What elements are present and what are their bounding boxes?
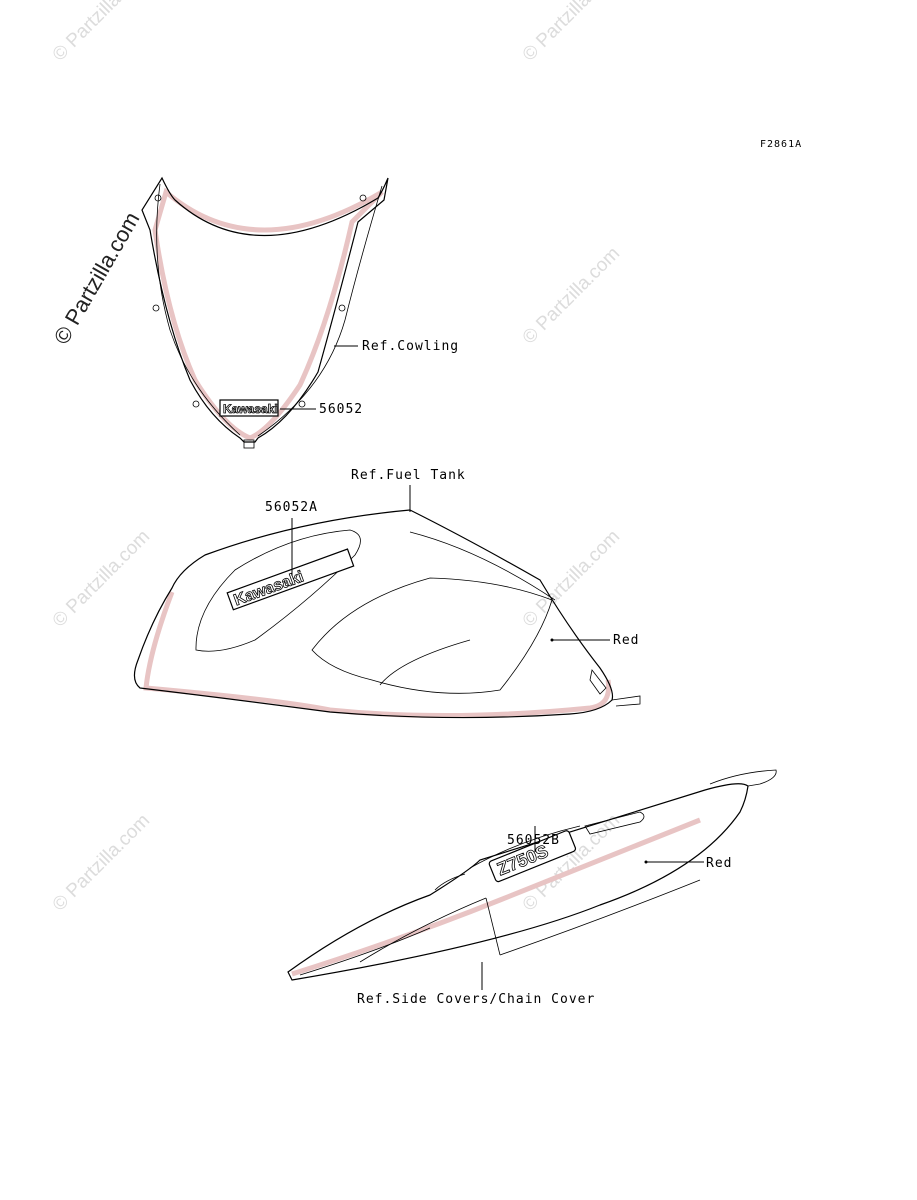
watermark: © Partzilla.com [519,526,624,631]
watermark: © Partzilla.com [519,0,624,66]
cowling-decal [219,399,279,417]
watermark: © Partzilla.com [49,0,154,66]
leader-dot [644,860,648,864]
side-cover-illustration: Z750S [287,769,777,981]
fuel-tank-decal-text: Kawasaki [232,568,306,609]
cowling-illustration: Kawasaki [141,176,389,449]
cowling-decal-text: Kawasaki [223,402,278,416]
cowling-ref-label: Ref.Cowling [362,339,459,354]
diagram-code: F2861A [760,139,802,150]
leader-dot [550,638,554,642]
fuel-tank-ref-label: Ref.Fuel Tank [351,468,466,483]
side-covers-ref-label: Ref.Side Covers/Chain Cover [357,992,595,1007]
fuel-tank-decal: Kawasaki [226,548,355,611]
watermarks: © Partzilla.com © Partzilla.com © Partzi… [49,0,624,916]
watermark: © Partzilla.com [519,243,624,348]
fuel-tank-illustration: Kawasaki [133,509,641,719]
cowling-decal-part-label: 56052 [319,402,363,417]
side-cover-color-label: Red [706,856,732,871]
fuel-tank-color-label: Red [613,633,639,648]
side-cover-decal-part-label: 56052B [507,833,560,848]
watermark-foreground: © Partzilla.com [49,208,145,349]
fuel-tank-decal-part-label: 56052A [265,500,318,515]
watermark: © Partzilla.com [49,526,154,631]
watermark: © Partzilla.com [49,810,154,915]
